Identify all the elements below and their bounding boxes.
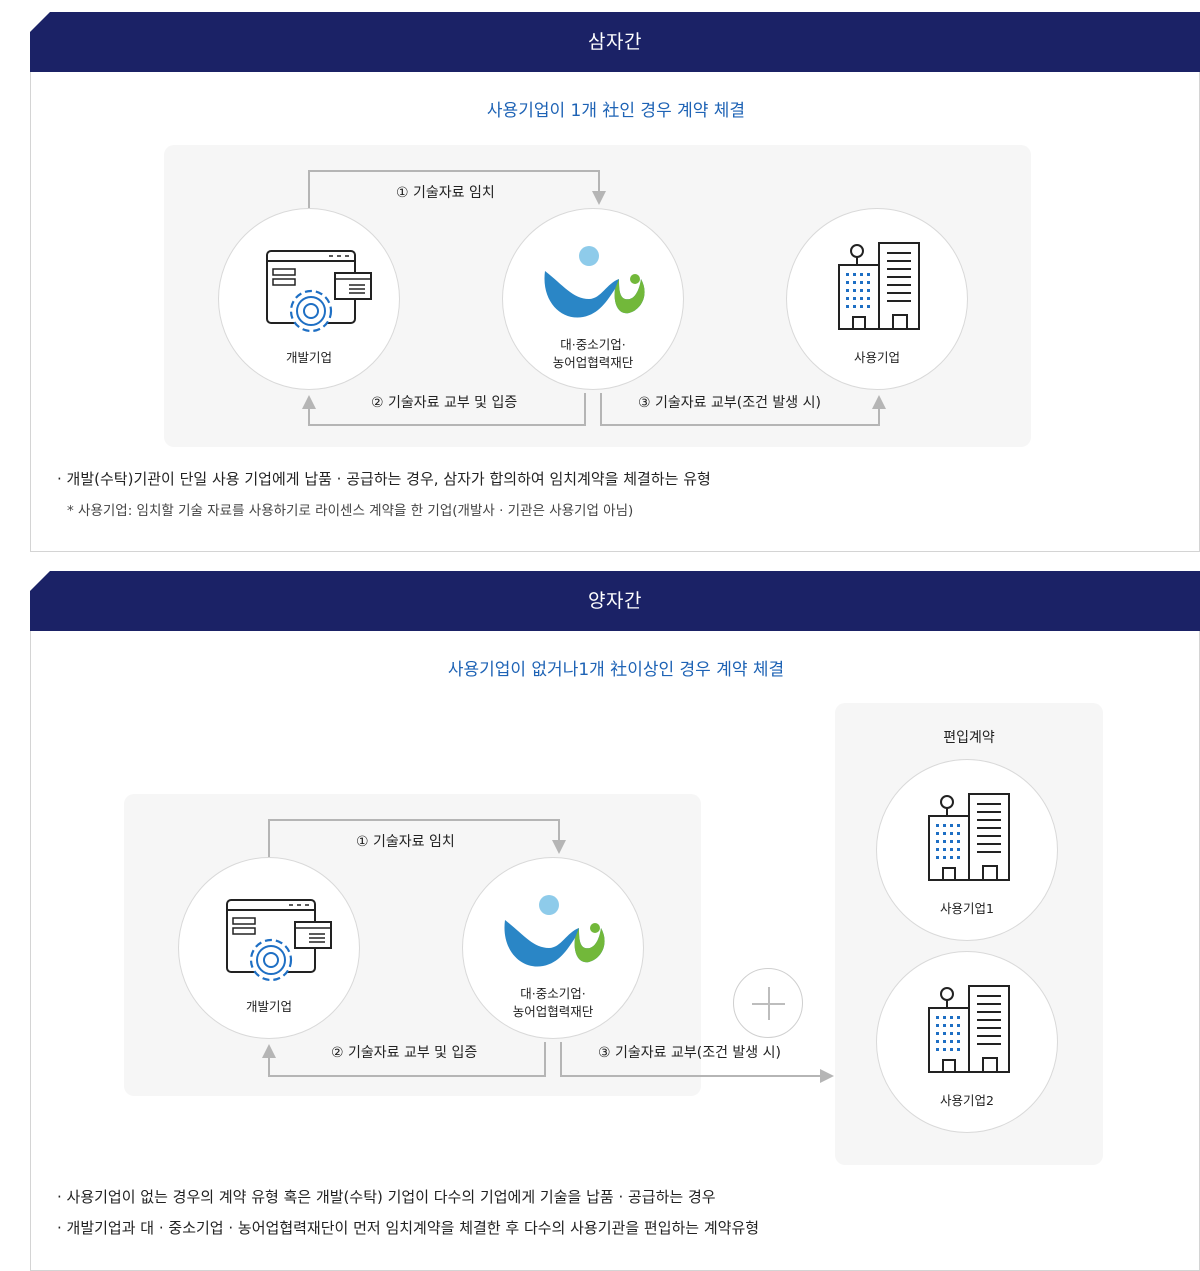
building-person-icon xyxy=(928,985,1010,1073)
two-party-note-2: · 개발기업과 대 · 중소기업 · 농어업협력재단이 먼저 임치계약을 체결한… xyxy=(57,1219,760,1237)
developer-label: 개발기업 xyxy=(285,350,332,365)
user1-label: 사용기업1 xyxy=(940,901,994,916)
three-party-subtitle: 사용기업이 1개 社인 경우 계약 체결 xyxy=(486,101,746,121)
arrow-release-2 xyxy=(560,1042,834,1083)
foundation-label-2-line1: 대·중소기업· xyxy=(520,986,586,1001)
three-party-body: 사용기업이 1개 社인 경우 계약 체결 ① 기술자료 임치 ② 기술자료 교부… xyxy=(30,72,1200,552)
foundation-label: 대·중소기업· 농어업협력재단 xyxy=(503,336,683,372)
arrow-deliver xyxy=(302,393,586,426)
developer-node-2: 개발기업 xyxy=(178,857,360,1039)
building-person-icon xyxy=(928,793,1010,881)
foundation-label-2-line2: 농어업협력재단 xyxy=(512,1004,594,1019)
foundation-label-line2: 농어업협력재단 xyxy=(552,355,634,370)
incorporation-title: 편입계약 xyxy=(943,730,995,746)
monitor-gear-icon xyxy=(226,899,332,982)
foundation-logo-icon xyxy=(544,246,645,318)
two-party-header: 양자간 xyxy=(30,571,1200,631)
user-label: 사용기업 xyxy=(853,350,900,365)
three-party-section: 삼자간 사용기업이 1개 社인 경우 계약 체결 ① 기술자료 임치 ② 기술자… xyxy=(30,12,1200,552)
three-party-header: 삼자간 xyxy=(30,12,1200,72)
two-party-subtitle: 사용기업이 없거나1개 社이상인 경우 계약 체결 xyxy=(447,660,785,680)
foundation-node-2: 대·중소기업· 농어업협력재단 xyxy=(462,857,644,1039)
user2-label: 사용기업2 xyxy=(940,1093,994,1108)
label-escrow: ① 기술자료 임치 xyxy=(396,185,495,201)
three-party-diagram-panel: ① 기술자료 임치 ② 기술자료 교부 및 입증 ③ 기술자료 교부(조건 발생… xyxy=(164,145,1031,447)
label-escrow-2: ① 기술자료 임치 xyxy=(356,834,455,850)
user1-node: 사용기업1 xyxy=(876,759,1058,941)
three-party-arrows xyxy=(302,170,886,426)
foundation-label-2: 대·중소기업· 농어업협력재단 xyxy=(463,985,643,1021)
developer-node: 개발기업 xyxy=(218,208,400,390)
arrow-deliver-2 xyxy=(262,1042,546,1077)
foundation-label-line1: 대·중소기업· xyxy=(560,337,626,352)
two-party-section: 양자간 사용기업이 없거나1개 社이상인 경우 계약 체결 ① 기술자료 임치 … xyxy=(30,571,1200,1271)
plus-icon xyxy=(733,968,803,1038)
two-party-body: 사용기업이 없거나1개 社이상인 경우 계약 체결 ① 기술자료 임치 ② 기술… xyxy=(30,631,1200,1271)
two-party-arrows xyxy=(262,819,834,1083)
label-release-2: ③ 기술자료 교부(조건 발생 시) xyxy=(598,1045,781,1061)
label-deliver-2: ② 기술자료 교부 및 입증 xyxy=(331,1045,478,1061)
arrow-release xyxy=(600,393,886,426)
foundation-logo-icon xyxy=(504,895,605,967)
label-release: ③ 기술자료 교부(조건 발생 시) xyxy=(638,395,821,411)
building-person-icon xyxy=(838,242,920,330)
user-node: 사용기업 xyxy=(786,208,968,390)
monitor-gear-icon xyxy=(266,250,372,333)
arrow-escrow xyxy=(308,170,606,208)
developer-label-2: 개발기업 xyxy=(245,999,292,1014)
foundation-node: 대·중소기업· 농어업협력재단 xyxy=(502,208,684,390)
two-party-diagram-panel: ① 기술자료 임치 ② 기술자료 교부 및 입증 ③ 기술자료 교부(조건 발생… xyxy=(124,794,834,1096)
three-party-note-1: · 개발(수탁)기관이 단일 사용 기업에게 납품 · 공급하는 경우, 삼자가… xyxy=(57,470,711,488)
user2-node: 사용기업2 xyxy=(876,951,1058,1133)
incorporation-panel: 편입계약 xyxy=(835,703,1103,1165)
two-party-note-1: · 사용기업이 없는 경우의 계약 유형 혹은 개발(수탁) 기업이 다수의 기… xyxy=(57,1188,716,1206)
three-party-note-2: * 사용기업: 임치할 기술 자료를 사용하기로 라이센스 계약을 한 기업(개… xyxy=(67,503,634,519)
label-deliver: ② 기술자료 교부 및 입증 xyxy=(371,395,518,411)
arrow-escrow-2 xyxy=(268,819,566,857)
